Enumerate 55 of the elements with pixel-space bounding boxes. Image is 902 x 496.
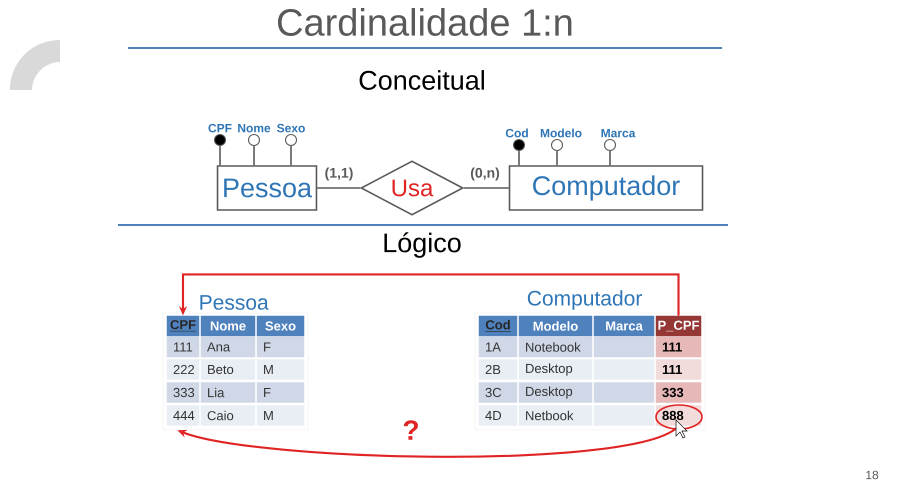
table-cell: Lia: [200, 382, 256, 403]
table-cell: Caio: [200, 405, 256, 426]
table-header-cell: Modelo: [518, 316, 592, 336]
connector-line: [518, 151, 520, 166]
table-cell: 111: [656, 359, 702, 380]
table-cell: 3C: [478, 382, 518, 403]
connector-line: [464, 187, 509, 189]
table-cell: 222: [166, 359, 200, 380]
table-cell: 2B: [478, 359, 518, 380]
table-cell: 4D: [478, 405, 518, 426]
node-label: Marca: [601, 128, 636, 138]
node-label: Cod: [506, 128, 528, 138]
table-header-cell: Sexo: [256, 316, 304, 336]
table-header-cell: Cod: [478, 316, 518, 336]
table-cell: Desktop: [518, 382, 592, 403]
connector-line: [253, 146, 255, 166]
table-cell: 333: [166, 382, 200, 403]
table-cell: Netbook: [518, 405, 592, 426]
table-cell: 111: [656, 336, 702, 358]
table-cell: 333: [656, 382, 702, 403]
node-label: Pessoa: [200, 295, 269, 310]
node-label: Sexo: [277, 124, 305, 132]
edge-label: (1,1): [323, 166, 355, 182]
page-number: 18: [866, 470, 878, 480]
edge-label: (0,n): [468, 166, 502, 182]
table-cell: Notebook: [518, 336, 592, 358]
connector-line: [290, 146, 292, 166]
connector-line: [609, 151, 611, 166]
table-header-cell: CPF: [166, 316, 200, 336]
table-cell: M: [256, 359, 304, 380]
slide-title: Cardinalidade 1:n: [278, 8, 572, 36]
section-heading: Lógico: [384, 232, 461, 258]
connector-line: [317, 187, 360, 189]
table-header-cell: Marca: [594, 316, 654, 336]
section-heading: Conceitual: [360, 70, 484, 90]
table-cell: Desktop: [518, 359, 592, 380]
connector-line: [556, 151, 558, 166]
table-cell: 444: [166, 405, 200, 426]
table-cell: Beto: [200, 359, 256, 380]
table-cell: F: [256, 382, 304, 403]
table-header-cell: Nome: [200, 316, 256, 336]
node-label: CPF: [208, 124, 232, 132]
table-cell: Ana: [200, 336, 256, 358]
table-cell: M: [256, 405, 304, 426]
entity-box: Pessoa: [216, 165, 318, 211]
table-cell: F: [256, 336, 304, 358]
entity-box: Computador: [508, 165, 704, 211]
table-cell: 1A: [478, 336, 518, 358]
node-label: Modelo: [540, 128, 582, 138]
node-label: Nome: [238, 124, 270, 132]
table-cell: 111: [166, 336, 200, 358]
connector-line: [219, 146, 221, 166]
table-header-cell: P_CPF: [656, 316, 702, 336]
node-label: Computador: [528, 290, 642, 310]
edge-label: ?: [401, 418, 421, 442]
